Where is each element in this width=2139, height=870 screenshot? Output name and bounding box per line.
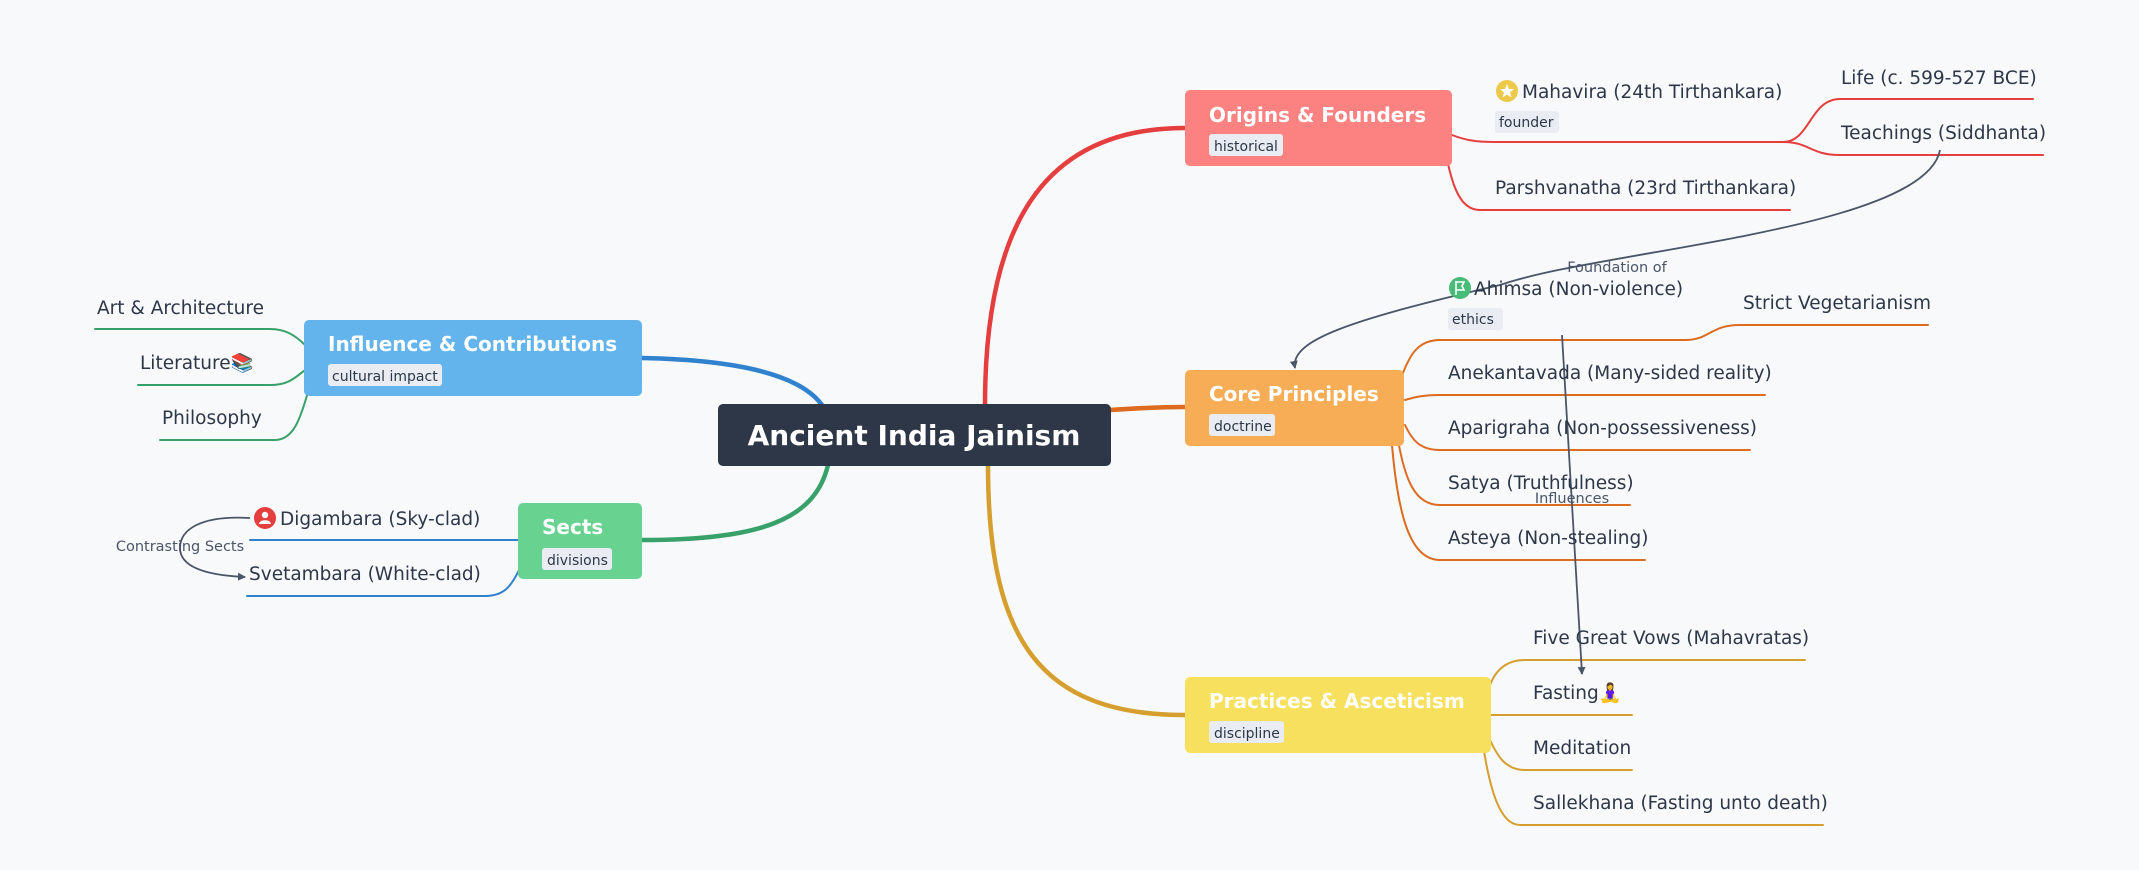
origins-node-title: Origins & Founders: [1209, 103, 1426, 127]
edge-ahimsa-vegetarianism: [1684, 324, 1929, 341]
leaf-anekantavada[interactable]: Anekantavada (Many-sided reality): [1448, 363, 1772, 384]
practices-tag: discipline: [1214, 726, 1280, 742]
edge-root-origins: [982, 125, 1188, 408]
main-branch-edges: [639, 125, 1188, 718]
edge-practices-meditation: [1489, 739, 1633, 771]
sects-node-title: Sects: [542, 515, 603, 539]
edge-root-influence: [639, 355, 825, 408]
digambara-label: Digambara (Sky-clad): [280, 509, 480, 530]
mahavira-tag-box: [1495, 111, 1559, 133]
ahimsa-tag-box: [1448, 308, 1503, 330]
edge-root-sects: [639, 462, 831, 543]
leaf-svetambara[interactable]: Svetambara (White-clad): [249, 564, 481, 585]
edge-mahavira-life: [1782, 98, 2034, 143]
leaf-art[interactable]: Art & Architecture: [97, 298, 264, 319]
leaf-vegetarianism[interactable]: Strict Vegetarianism: [1743, 293, 1931, 314]
relation-influences-arrow: [1561, 334, 1586, 675]
origins-tag: historical: [1214, 139, 1278, 155]
edge-core-satya: [1397, 439, 1631, 506]
core-node-title: Core Principles: [1209, 382, 1379, 406]
influence-node-title: Influence & Contributions: [328, 332, 617, 356]
ahimsa-label: Ahimsa (Non-violence): [1474, 279, 1683, 300]
ahimsa-tag: ethics: [1452, 312, 1494, 328]
leaf-life[interactable]: Life (c. 599-527 BCE): [1841, 68, 2037, 89]
branch-origins[interactable]: Origins & Founders historical: [1185, 90, 1452, 166]
edge-core-ahimsa: [1402, 339, 1686, 374]
person-icon-body: [259, 520, 271, 524]
core-tag-box: [1209, 414, 1275, 436]
edge-origins-parshvanatha: [1446, 159, 1791, 211]
branch-influence[interactable]: Influence & Contributions cultural impac…: [304, 320, 642, 396]
root-node-box: [718, 404, 1111, 466]
relation-foundation-arrow: [1289, 149, 1941, 369]
leaf-parshvanatha[interactable]: Parshvanatha (23rd Tirthankara): [1495, 178, 1796, 199]
leaf-asteya[interactable]: Asteya (Non-stealing): [1448, 528, 1648, 549]
leaf-edges: [94, 98, 2044, 826]
sects-tag-box: [542, 548, 612, 570]
influence-tag-box: [328, 364, 442, 386]
leaf-digambara[interactable]: Digambara (Sky-clad): [254, 507, 480, 530]
edge-influence-philosophy: [159, 391, 309, 441]
mahavira-tag: founder: [1499, 115, 1554, 131]
edge-core-anekantavada: [1404, 394, 1766, 401]
relation-contrasting-label: Contrasting Sects: [116, 539, 244, 555]
practices-node-title: Practices & Asceticism: [1209, 689, 1465, 713]
origins-tag-box: [1209, 134, 1283, 156]
leaf-mahavira[interactable]: Mahavira (24th Tirthankara) founder: [1495, 80, 1782, 133]
edge-root-practices: [985, 462, 1188, 718]
leaf-sallekhana[interactable]: Sallekhana (Fasting unto death): [1533, 793, 1828, 814]
edge-root-core: [1107, 404, 1188, 413]
flag-icon-shape: [1455, 281, 1466, 295]
edge-sects-svetambara: [246, 567, 521, 597]
edge-practices-vows: [1489, 659, 1806, 686]
practices-tag-box: [1209, 721, 1284, 743]
root-node-title: Ancient India Jainism: [748, 419, 1081, 452]
branch-core[interactable]: Core Principles doctrine: [1185, 370, 1404, 446]
core-tag: doctrine: [1214, 419, 1272, 435]
leaf-aparigraha[interactable]: Aparigraha (Non-possessiveness): [1448, 418, 1757, 439]
edge-core-asteya: [1391, 444, 1646, 561]
person-icon-head: [261, 511, 269, 519]
branch-sects[interactable]: Sects divisions: [518, 503, 642, 579]
edge-origins-mahavira: [1451, 134, 1784, 143]
branch-practices[interactable]: Practices & Asceticism discipline: [1185, 677, 1491, 753]
flag-icon: [1449, 277, 1471, 299]
relation-influences-label: Influences: [1535, 491, 1609, 507]
leaf-meditation[interactable]: Meditation: [1533, 738, 1631, 759]
leaf-satya[interactable]: Satya (Truthfulness): [1448, 473, 1634, 494]
leaf-vows[interactable]: Five Great Vows (Mahavratas): [1533, 628, 1809, 649]
influence-tag: cultural impact: [332, 369, 438, 385]
edge-influence-literature: [137, 369, 306, 386]
edge-practices-sallekhana: [1482, 744, 1824, 826]
relation-foundation-label: Foundation of: [1567, 260, 1667, 276]
leaf-fasting[interactable]: Fasting🧘‍♀️: [1533, 682, 1622, 704]
edge-influence-art: [94, 328, 306, 346]
mahavira-label: Mahavira (24th Tirthankara): [1522, 82, 1782, 103]
edge-mahavira-teachings: [1782, 141, 2044, 156]
leaf-teachings[interactable]: Teachings (Siddhanta): [1840, 123, 2046, 144]
edge-core-aparigraha: [1404, 424, 1751, 451]
leaf-philosophy[interactable]: Philosophy: [162, 408, 262, 429]
leaf-ahimsa[interactable]: Ahimsa (Non-violence) ethics: [1448, 277, 1683, 330]
relationship-arrows: [179, 149, 1941, 675]
star-icon-shape: [1500, 84, 1514, 98]
leaf-literature[interactable]: Literature📚: [140, 352, 254, 374]
relation-contrasting-arrow: [179, 516, 251, 581]
root-node[interactable]: Ancient India Jainism: [718, 404, 1111, 466]
sects-tag: divisions: [547, 553, 608, 569]
